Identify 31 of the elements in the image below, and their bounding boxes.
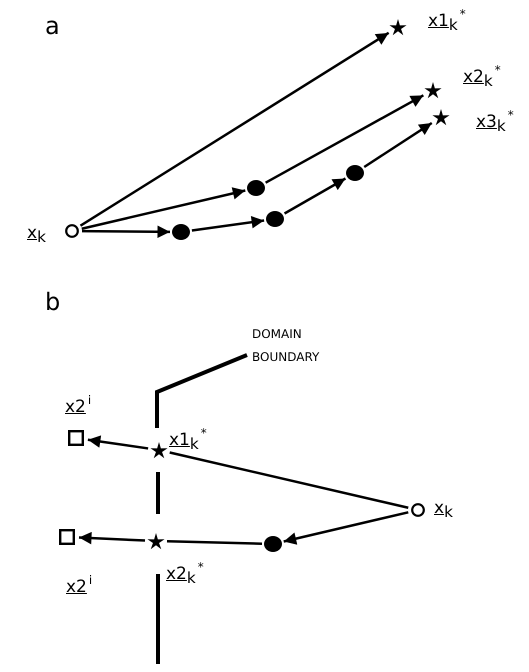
star-marker [150,441,168,459]
star-marker [432,108,450,126]
arrow [284,177,346,215]
boundary-label: DOMAIN BOUNDARY [252,326,320,366]
filled-dot [266,211,284,227]
arrow [283,511,409,545]
star-marker [147,532,165,550]
filled-dot [264,536,282,552]
panel-label: a [45,14,60,38]
vector-label: x$_{k}$ [27,225,46,246]
open-square [68,430,84,446]
arrow [78,532,146,544]
arrow [192,216,264,232]
arrow [265,94,424,184]
vector-label: x2$^{i}$ [66,575,92,596]
open-square [59,529,75,545]
filled-dot [172,224,190,240]
arrow [364,122,432,168]
star-marker [389,18,407,36]
arrow [81,187,246,230]
panel-label: b [45,290,60,314]
arrow [82,226,170,238]
vector-label: x$_{k}$ [434,500,453,520]
arrow [88,435,148,450]
open-circle [411,503,425,517]
filled-dot [247,180,265,196]
open-circle [65,224,79,238]
vector-label: x2$^{i}$ [65,395,92,416]
filled-dot [346,165,364,181]
star-marker [424,81,442,99]
arrow [80,32,390,227]
